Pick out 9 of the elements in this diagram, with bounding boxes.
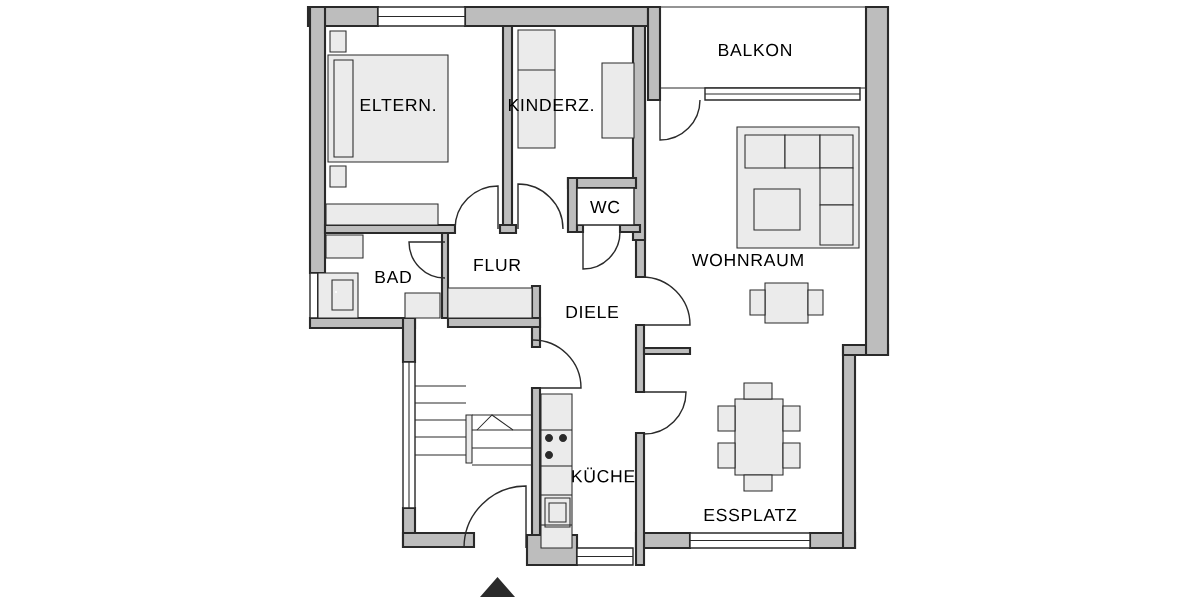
room-label: FLUR [474, 258, 521, 272]
room-label: KÜCHE [572, 467, 635, 483]
room-label: ELTERN. [360, 98, 435, 112]
room-label: WOHNRAUM [691, 253, 803, 267]
room-label: ESSPLATZ [704, 508, 797, 522]
room-label: WC [590, 200, 620, 214]
room-label: DIELE [566, 305, 619, 319]
room-label: BALKON [719, 43, 791, 57]
room-label: BAD [375, 270, 411, 284]
